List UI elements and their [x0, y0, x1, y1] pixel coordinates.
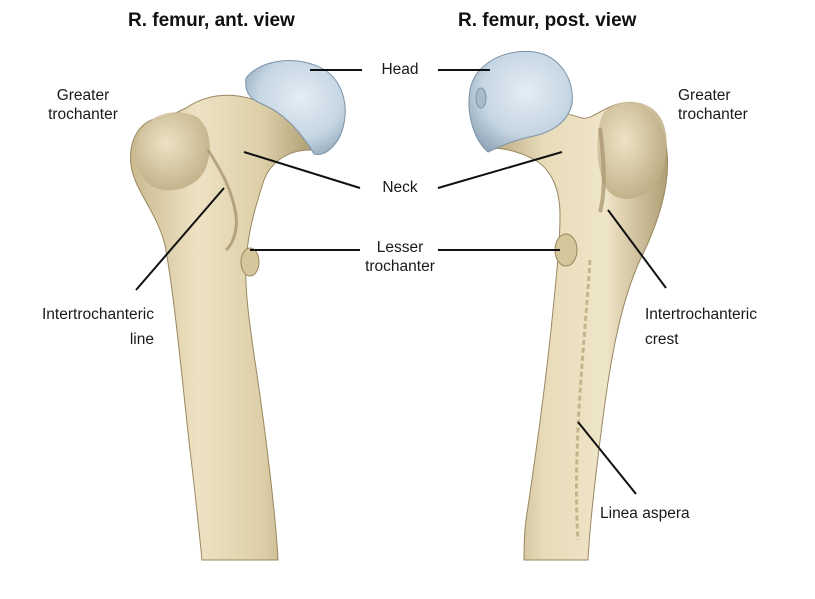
lesser-trochanter-anterior	[240, 247, 260, 277]
leader-neck-right	[437, 151, 563, 189]
title-posterior: R. femur, post. view	[458, 10, 637, 31]
femur-posterior	[468, 50, 669, 561]
label-lesser-trochanter-line1: Lesser	[376, 239, 424, 256]
label-intertrochanteric-crest-line2: crest	[645, 331, 679, 348]
leader-intertrochanteric-crest	[607, 209, 667, 289]
greater-trochanter-posterior	[597, 101, 667, 200]
label-greater-trochanter-left-line2: trochanter	[48, 106, 118, 123]
femoral-head-anterior	[245, 60, 346, 155]
label-greater-trochanter-left: Greater trochanter	[28, 86, 138, 124]
leader-linea-aspera	[577, 421, 637, 495]
femoral-head-posterior	[468, 50, 573, 153]
label-greater-trochanter-right: Greater trochanter	[678, 86, 788, 124]
label-neck: Neck	[382, 179, 418, 196]
label-intertrochanteric-line: Intertrochanteric line	[10, 302, 154, 352]
intertrochanteric-crest-posterior	[598, 127, 606, 213]
label-greater-trochanter-left-line1: Greater	[56, 87, 110, 104]
greater-trochanter-anterior	[136, 112, 210, 191]
title-anterior: R. femur, ant. view	[128, 10, 295, 31]
label-intertrochanteric-crest: Intertrochanteric crest	[645, 302, 805, 352]
linea-aspera-ridge	[575, 259, 592, 541]
leader-lines	[135, 69, 667, 495]
label-intertrochanteric-crest-line1: Intertrochanteric	[645, 306, 757, 323]
intertrochanteric-ridge-anterior	[206, 149, 238, 252]
label-head: Head	[381, 61, 419, 78]
fovea-capitis	[475, 87, 487, 109]
label-intertrochanteric-line-line1: Intertrochanteric	[42, 306, 154, 323]
leader-neck-left	[243, 151, 361, 189]
label-lesser-trochanter-line2: trochanter	[365, 258, 435, 275]
label-intertrochanteric-line-line2: line	[129, 331, 154, 348]
leader-intertrochanteric-line	[135, 187, 225, 291]
label-lesser-trochanter: Lesser trochanter	[350, 238, 450, 276]
label-linea-aspera: Linea aspera	[600, 505, 690, 522]
label-greater-trochanter-right-line2: trochanter	[678, 106, 748, 123]
label-greater-trochanter-right-line1: Greater	[678, 87, 731, 104]
femur-anterior	[130, 60, 346, 561]
